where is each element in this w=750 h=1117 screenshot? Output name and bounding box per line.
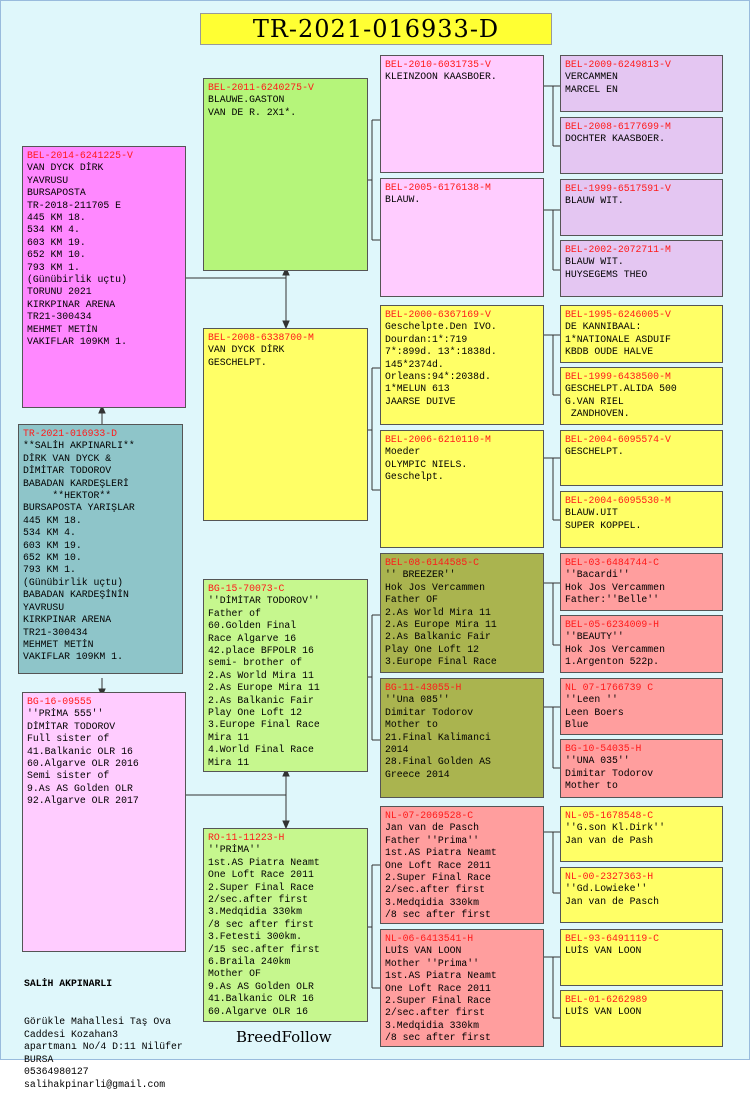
pigeon-details: Geschelpte.Den IVO. Dourdan:1*:719 7*:89… bbox=[385, 321, 497, 407]
pigeon-details: ''DİMİTAR TODOROV'' Father of 60.Golden … bbox=[208, 595, 320, 768]
breedfollow-logo: BreedFollow bbox=[236, 1028, 332, 1046]
ring-number: BEL-08-6144585-C bbox=[385, 557, 480, 568]
ring-number: NL-07-2069528-C bbox=[385, 810, 474, 821]
ancestor-card-g3-2[interactable]: BEL-2005-6176138-M BLAUW. bbox=[380, 178, 544, 297]
ring-number: BEL-2004-6095530-M bbox=[565, 495, 671, 506]
pigeon-details: LUİS VAN LOON bbox=[565, 1006, 642, 1018]
ring-number: BEL-1999-6438500-M bbox=[565, 371, 671, 382]
ancestor-card-g3-1[interactable]: BEL-2010-6031735-V KLEINZOON KAASBOER. bbox=[380, 55, 544, 173]
ancestor-card-g4-2[interactable]: BEL-2008-6177699-M DOCHTER KAASBOER. bbox=[560, 117, 723, 174]
ring-number: BEL-2002-2072711-M bbox=[565, 244, 671, 255]
ring-number: NL-05-1678548-C bbox=[565, 810, 654, 821]
pigeon-details: Moeder OLYMPIC NIELS. Geschelpt. bbox=[385, 446, 468, 483]
pigeon-details: ''Leen '' Leen Boers Blue bbox=[565, 694, 624, 731]
pigeon-details: DE KANNIBAAL: 1*NATIONALE ASDUIF KBDB OU… bbox=[565, 321, 671, 358]
ring-number: BEL-2000-6367169-V bbox=[385, 309, 491, 320]
pigeon-details: ''PRİMA'' 1st.AS Piatra Neamt One Loft R… bbox=[208, 844, 320, 1017]
pigeon-details: LUİS VAN LOON bbox=[565, 945, 642, 957]
pigeon-details: DOCHTER KAASBOER. bbox=[565, 133, 665, 145]
pigeon-details: '' BREEZER'' Hok Jos Vercammen Father OF… bbox=[385, 569, 497, 668]
owner-name: SALİH AKPINARLI bbox=[24, 978, 113, 990]
sire-card[interactable]: BEL-2014-6241225-V VAN DYCK DİRK YAVRUSU… bbox=[22, 146, 186, 408]
ancestor-card-g4-1[interactable]: BEL-2009-6249813-V VERCAMMEN MARCEL EN bbox=[560, 55, 723, 112]
pigeon-details: KLEINZOON KAASBOER. bbox=[385, 71, 497, 83]
pigeon-details: ''Una 085'' Dimitar Todorov Mother to 21… bbox=[385, 694, 491, 780]
ancestor-card-g3-6[interactable]: BG-11-43055-H ''Una 085'' Dimitar Todoro… bbox=[380, 678, 544, 798]
ancestor-card-g4-6[interactable]: BEL-1999-6438500-M GESCHELPT.ALIDA 500 G… bbox=[560, 367, 723, 425]
pigeon-details: GESCHELPT.ALIDA 500 G.VAN RIEL ZANDHOVEN… bbox=[565, 383, 677, 420]
ring-number: NL 07-1766739 C bbox=[565, 682, 654, 693]
pigeon-details: BLAUW.UIT SUPER KOPPEL. bbox=[565, 507, 642, 531]
pigeon-details: GESCHELPT. bbox=[565, 446, 624, 458]
ancestor-card-g4-8[interactable]: BEL-2004-6095530-M BLAUW.UIT SUPER KOPPE… bbox=[560, 491, 723, 548]
ring-number: BEL-2004-6095574-V bbox=[565, 434, 671, 445]
ancestor-card-g3-5[interactable]: BEL-08-6144585-C '' BREEZER'' Hok Jos Ve… bbox=[380, 553, 544, 673]
pigeon-details: BLAUW. bbox=[385, 194, 421, 206]
pigeon-details: ''PRİMA 555'' DİMİTAR TODOROV Full siste… bbox=[27, 708, 139, 807]
ring-number: BEL-2010-6031735-V bbox=[385, 59, 491, 70]
ancestor-card-g4-10[interactable]: BEL-05-6234009-H ''BEAUTY'' Hok Jos Verc… bbox=[560, 615, 723, 673]
ring-number: BEL-1995-6246005-V bbox=[565, 309, 671, 320]
pigeon-details: Jan van de Pasch Father ''Prima'' 1st.AS… bbox=[385, 822, 497, 921]
ring-number: BEL-03-6484744-C bbox=[565, 557, 660, 568]
pigeon-details: VERCAMMEN MARCEL EN bbox=[565, 71, 618, 95]
ring-number: BEL-2006-6210110-M bbox=[385, 434, 491, 445]
ring-number: BEL-1999-6517591-V bbox=[565, 183, 671, 194]
ring-number: BG-10-54035-H bbox=[565, 743, 642, 754]
dam-dam-card[interactable]: RO-11-11223-H ''PRİMA'' 1st.AS Piatra Ne… bbox=[203, 828, 368, 1022]
ancestor-card-g4-4[interactable]: BEL-2002-2072711-M BLAUW WIT. HUYSEGEMS … bbox=[560, 240, 723, 297]
ring-number: BEL-2014-6241225-V bbox=[27, 150, 133, 161]
ancestor-card-g4-7[interactable]: BEL-2004-6095574-V GESCHELPT. bbox=[560, 430, 723, 486]
ancestor-card-g4-15[interactable]: BEL-93-6491119-C LUİS VAN LOON bbox=[560, 929, 723, 986]
dam-sire-card[interactable]: BG-15-70073-C ''DİMİTAR TODOROV'' Father… bbox=[203, 579, 368, 772]
pigeon-details: ''BEAUTY'' Hok Jos Vercammen 1.Argenton … bbox=[565, 631, 665, 668]
ring-number: BEL-05-6234009-H bbox=[565, 619, 660, 630]
pigeon-details: BLAUWE.GASTON VAN DE R. 2X1*. bbox=[208, 94, 297, 118]
ancestor-card-g3-4[interactable]: BEL-2006-6210110-M Moeder OLYMPIC NIELS.… bbox=[380, 430, 544, 548]
pigeon-details: ''Gd.Lowieke'' Jan van de Pasch bbox=[565, 883, 660, 907]
ring-number: NL-00-2327363-H bbox=[565, 871, 654, 882]
ancestor-card-g4-12[interactable]: BG-10-54035-H ''UNA 035'' Dimitar Todoro… bbox=[560, 739, 723, 798]
ring-number: BEL-2009-6249813-V bbox=[565, 59, 671, 70]
ancestor-card-g4-13[interactable]: NL-05-1678548-C ''G.son Kl.Dirk'' Jan va… bbox=[560, 806, 723, 862]
ring-number: BEL-2008-6338700-M bbox=[208, 332, 314, 343]
ring-number: BEL-93-6491119-C bbox=[565, 933, 660, 944]
ancestor-card-g4-3[interactable]: BEL-1999-6517591-V BLAUW WIT. bbox=[560, 179, 723, 236]
pigeon-details: VAN DYCK DİRK GESCHELPT. bbox=[208, 344, 285, 368]
ancestor-card-g4-5[interactable]: BEL-1995-6246005-V DE KANNIBAAL: 1*NATIO… bbox=[560, 305, 723, 363]
ring-number: BEL-01-6262989 bbox=[565, 994, 648, 1005]
ancestor-card-g3-3[interactable]: BEL-2000-6367169-V Geschelpte.Den IVO. D… bbox=[380, 305, 544, 425]
owner-info: SALİH AKPINARLI Görükle Mahallesi Taş Ov… bbox=[24, 953, 204, 1117]
ring-number: BEL-2005-6176138-M bbox=[385, 182, 491, 193]
ring-number: BG-16-09555 bbox=[27, 696, 92, 707]
pigeon-details: ''G.son Kl.Dirk'' Jan van de Pash bbox=[565, 822, 665, 846]
sire-sire-card[interactable]: BEL-2011-6240275-V BLAUWE.GASTON VAN DE … bbox=[203, 78, 368, 271]
ring-number: RO-11-11223-H bbox=[208, 832, 285, 843]
pigeon-details: LUİS VAN LOON Mother ''Prima'' 1st.AS Pi… bbox=[385, 945, 497, 1044]
ring-number: BG-15-70073-C bbox=[208, 583, 285, 594]
ancestor-card-g4-16[interactable]: BEL-01-6262989 LUİS VAN LOON bbox=[560, 990, 723, 1047]
pigeon-details: **SALİH AKPINARLI** DİRK VAN DYCK & DİMİ… bbox=[23, 440, 135, 663]
owner-address: Görükle Mahallesi Taş Ova Caddesi Kozaha… bbox=[24, 1015, 183, 1090]
sire-dam-card[interactable]: BEL-2008-6338700-M VAN DYCK DİRK GESCHEL… bbox=[203, 328, 368, 521]
pigeon-details: BLAUW WIT. bbox=[565, 195, 624, 207]
ring-number: BG-11-43055-H bbox=[385, 682, 462, 693]
pigeon-details: VAN DYCK DİRK YAVRUSU BURSAPOSTA TR-2018… bbox=[27, 162, 127, 348]
pigeon-details: ''Bacardi'' Hok Jos Vercammen Father:''B… bbox=[565, 569, 665, 606]
ancestor-card-g3-8[interactable]: NL-06-6413541-H LUİS VAN LOON Mother ''P… bbox=[380, 929, 544, 1047]
pigeon-details: BLAUW WIT. HUYSEGEMS THEO bbox=[565, 256, 648, 280]
ancestor-card-g4-14[interactable]: NL-00-2327363-H ''Gd.Lowieke'' Jan van d… bbox=[560, 867, 723, 923]
page-title: TR-2021-016933-D bbox=[200, 13, 552, 45]
ring-number: NL-06-6413541-H bbox=[385, 933, 474, 944]
pigeon-details: ''UNA 035'' Dimitar Todorov Mother to bbox=[565, 755, 654, 792]
ancestor-card-g3-7[interactable]: NL-07-2069528-C Jan van de Pasch Father … bbox=[380, 806, 544, 924]
ring-number: BEL-2011-6240275-V bbox=[208, 82, 314, 93]
dam-card[interactable]: BG-16-09555 ''PRİMA 555'' DİMİTAR TODORO… bbox=[22, 692, 186, 952]
ancestor-card-g4-11[interactable]: NL 07-1766739 C ''Leen '' Leen Boers Blu… bbox=[560, 678, 723, 735]
pedigree-page: TR-2021-016933-D bbox=[0, 0, 750, 1090]
ring-number: BEL-2008-6177699-M bbox=[565, 121, 671, 132]
ring-number: TR-2021-016933-D bbox=[23, 428, 118, 439]
ancestor-card-g4-9[interactable]: BEL-03-6484744-C ''Bacardi'' Hok Jos Ver… bbox=[560, 553, 723, 611]
root-pigeon-card[interactable]: TR-2021-016933-D **SALİH AKPINARLI** DİR… bbox=[18, 424, 183, 674]
